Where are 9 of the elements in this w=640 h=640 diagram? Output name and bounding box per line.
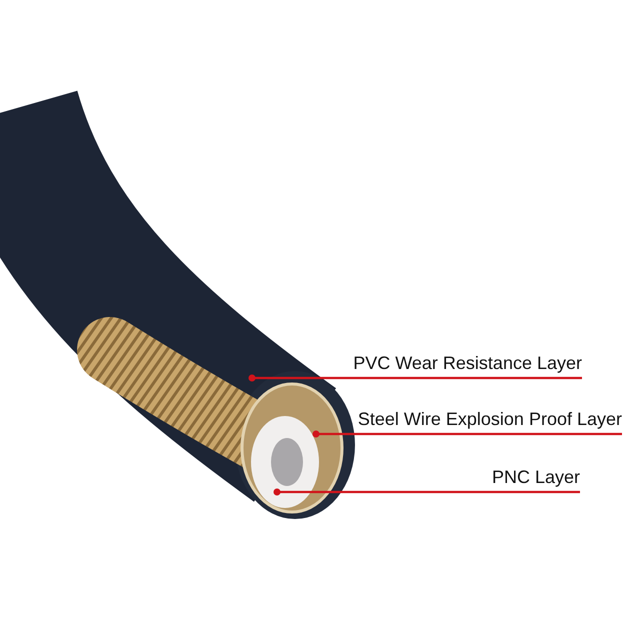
outer-jacket [0,88,355,519]
steel-braid [77,317,344,514]
layer-label: PNC Layer [492,466,580,488]
leader-line [312,430,622,438]
layer-label: PVC Wear Resistance Layer [353,352,582,374]
leader-line [274,488,580,496]
layer-label: Steel Wire Explosion Proof Layer [358,408,622,430]
inner-tube [251,416,319,508]
leader-line [248,374,582,382]
